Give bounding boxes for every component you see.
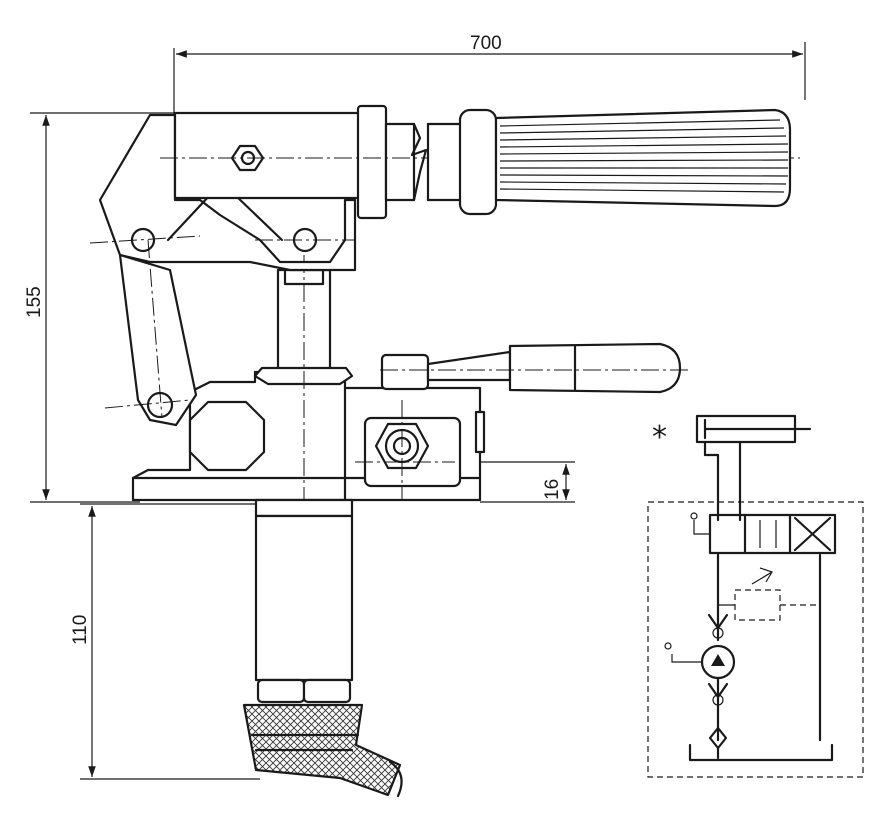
dimension-16: 16 — [440, 461, 575, 503]
rocker-arm — [89, 113, 357, 272]
handle-grip — [426, 108, 792, 216]
dimension-700-label: 700 — [470, 33, 502, 54]
release-valve-handle — [380, 342, 690, 394]
dimension-155-label: 155 — [24, 286, 45, 318]
dimension-700: 700 — [173, 33, 806, 118]
pump-body — [131, 370, 486, 502]
schematic-marker: * — [652, 420, 667, 455]
piston-column — [253, 255, 354, 610]
handle-socket — [160, 104, 800, 220]
dimension-16-label: 16 — [542, 479, 563, 500]
hydraulic-schematic: * — [647, 414, 864, 778]
link-arm — [104, 239, 198, 427]
suction-strainer — [242, 703, 403, 798]
dimension-110-label: 110 — [70, 615, 91, 645]
dimension-155: 155 — [24, 112, 175, 503]
dimension-110: 110 — [70, 503, 260, 780]
suction-tube — [254, 498, 354, 704]
